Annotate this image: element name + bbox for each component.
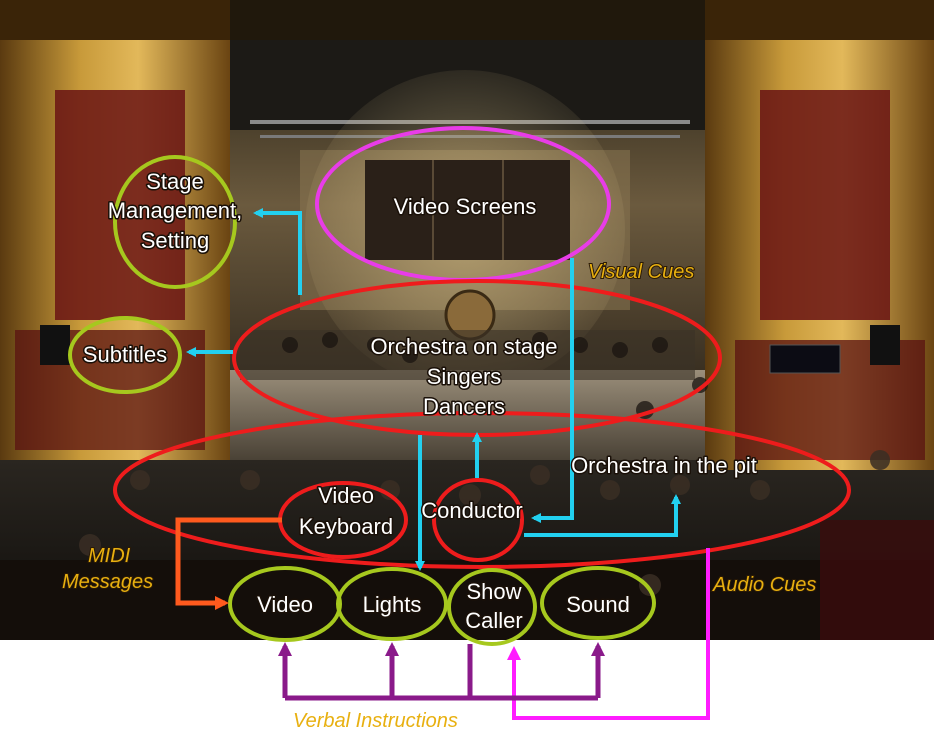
sound-ellipse — [540, 566, 656, 640]
lights-ellipse — [336, 567, 448, 641]
dancers-label: Dancers — [423, 394, 505, 419]
show-caller-ellipse — [447, 568, 537, 646]
singers-label: Singers — [427, 364, 502, 389]
show-caller-label: Show — [466, 579, 521, 604]
arrow-screens-to-conductor — [531, 258, 574, 523]
visual-cues-label: Visual Cues — [588, 261, 694, 283]
subtitles-ellipse — [68, 316, 182, 394]
conductor-label: Conductor — [421, 498, 523, 523]
orchestra-pit-label: Orchestra in the pit — [571, 453, 757, 478]
verbal-instructions-label: Verbal Instructions — [293, 710, 458, 732]
orchestra-pit-ellipse — [113, 411, 851, 569]
subtitles-label: Subtitles — [83, 342, 167, 367]
stage-management-label: Stage — [146, 169, 204, 194]
stage-management-ellipse — [113, 155, 237, 289]
lights-label: Lights — [363, 592, 422, 617]
arrow-screens-to-stage-management — [253, 208, 302, 295]
video-label: Video — [257, 592, 313, 617]
show-caller-label-2: Caller — [465, 608, 522, 633]
stage-management-label-2: Management, — [108, 198, 243, 223]
stage-management-label-3: Setting — [141, 228, 210, 253]
video-screens-label: Video Screens — [394, 194, 537, 219]
sound-label: Sound — [566, 592, 630, 617]
arrow-audio-cues-to-show-caller — [507, 548, 710, 720]
conductor-ellipse — [432, 478, 524, 562]
theatre-photo — [0, 0, 934, 640]
theatre-photo-illustration — [0, 0, 934, 640]
audio-cues-label: Audio Cues — [712, 574, 816, 596]
video-keyboard-label: Video — [318, 483, 374, 508]
messages-label: Messages — [62, 571, 153, 593]
arrow-conductor-to-pit — [524, 494, 681, 537]
midi-label: MIDI — [88, 545, 131, 567]
arrow-midi-keyboard-to-video — [175, 517, 282, 610]
video-keyboard-label-2: Keyboard — [299, 514, 393, 539]
orchestra-stage-label: Orchestra on stage — [370, 334, 557, 359]
